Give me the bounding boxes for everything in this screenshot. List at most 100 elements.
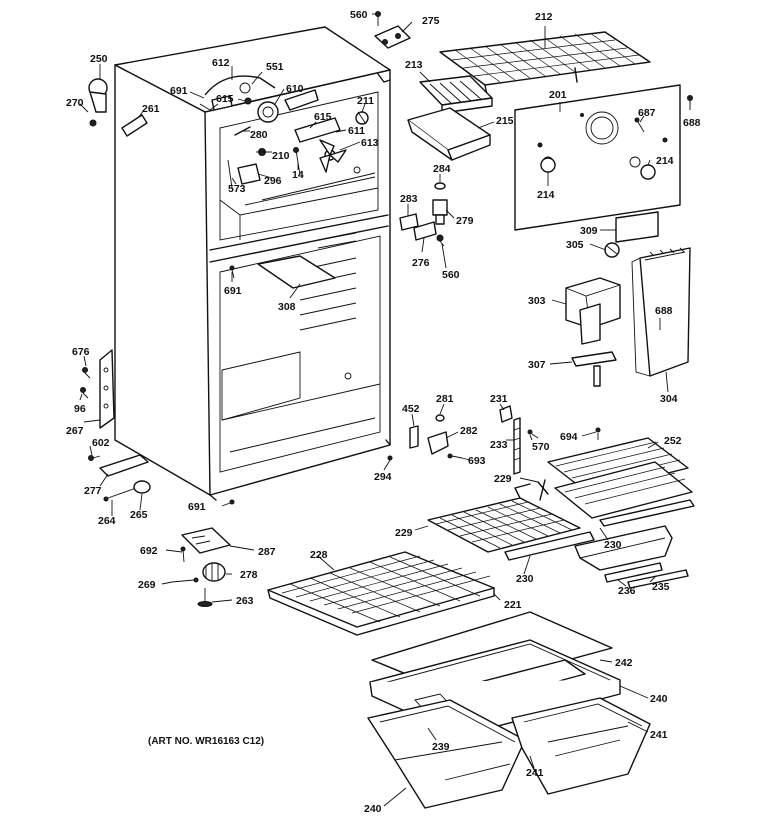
callout-label: 560 [350,9,368,21]
callout-label: 294 [374,471,392,483]
callout-label: 303 [528,295,546,307]
callout-label: 228 [310,549,328,561]
crisper-assembly [367,611,651,809]
callout-label: 676 [72,346,90,358]
callout-label: 309 [580,225,598,237]
callout-label: 611 [348,125,365,137]
callout-label: 452 [402,403,420,415]
air-duct-688-304 [631,247,691,377]
callout-label: 96 [74,403,86,415]
callout-label: 610 [286,83,304,95]
callout-label: 694 [560,431,578,443]
wire-shelf-228 [267,551,495,636]
callout-label: 235 [652,581,670,593]
callout-label: 693 [468,455,486,467]
callout-label: 691 [188,501,206,513]
rails-230-236-235 [504,525,689,589]
callout-label: 265 [130,509,148,521]
callout-label: 241 [526,767,544,779]
callout-label: 278 [240,569,258,581]
callout-label: 211 [357,95,374,107]
callout-label: 688 [683,117,701,129]
callout-leader-lines [79,13,691,807]
fresh-food-pan-308 [257,255,336,289]
callout-label: 283 [400,193,418,205]
callout-label: 287 [258,546,276,558]
freezer-components [88,11,411,189]
callout-label: 267 [66,425,84,437]
callout-label: 304 [660,393,678,405]
callout-label: 252 [664,435,682,447]
label-309-and-part-305 [604,211,659,258]
callout-label: 230 [516,573,534,585]
callout-label: 613 [361,137,379,149]
callout-label: 275 [422,15,440,27]
shelves-252 [547,437,695,527]
damper-housing-303 [565,277,621,345]
part-307 [571,351,617,387]
callout-label: 215 [496,115,514,127]
callout-label: 242 [615,657,633,669]
callout-label: 687 [638,107,656,119]
callout-label: 261 [142,103,160,115]
callout-label: 692 [140,545,158,557]
lower-mechanism-parts [171,527,231,607]
callout-label: 250 [90,53,108,65]
callout-label: 229 [494,473,512,485]
callout-label: 236 [618,585,636,597]
callout-label: 230 [604,539,622,551]
callout-label: 270 [66,97,84,109]
callout-label: 214 [537,189,555,201]
callout-label: 264 [98,515,116,527]
callout-label: 282 [460,425,478,437]
callout-label: 212 [535,11,553,23]
wire-shelves-229 [427,479,581,553]
callout-label: 280 [250,129,268,141]
callout-label: 612 [212,57,230,69]
callout-label: 241 [650,729,668,741]
callout-label: 691 [224,285,242,297]
callout-label: 573 [228,183,246,195]
cabinet-body [114,26,391,501]
art-number-note: (ART NO. WR16163 C12) [148,736,264,747]
callout-label: 210 [272,150,290,162]
freezer-wire-shelf-212 [439,31,651,96]
shelf-support-hardware [409,405,601,475]
callout-label: 615 [314,111,332,123]
callout-label: 233 [490,439,508,451]
callout-label: 214 [656,155,674,167]
callout-label: 305 [566,239,584,251]
callout-label: 240 [650,693,668,705]
callout-label: 615 [216,93,234,105]
ice-bin-215 [407,107,491,161]
hinge-parts-283-276 [399,213,445,247]
callout-label: 14 [292,169,304,181]
callout-label: 269 [138,579,156,591]
callout-label: 570 [532,441,550,453]
callout-label: 276 [412,257,430,269]
callout-label: 229 [395,527,413,539]
callout-label: 279 [456,215,474,227]
callout-label: 296 [264,175,282,187]
callout-label: 213 [405,59,423,71]
callout-labels: 560 275 212 250 612 551 691 615 610 270 … [66,9,701,815]
callout-label: 284 [433,163,451,175]
callout-label: 263 [236,595,254,607]
ice-tray-213 [419,75,493,114]
callout-label: 691 [170,85,188,97]
callout-label: 281 [436,393,454,405]
callout-label: 551 [266,61,284,73]
callout-label: 277 [84,485,102,497]
callout-label: 239 [432,741,450,753]
left-side-hardware [80,265,393,505]
callout-label: 602 [92,437,110,449]
callout-label: 688 [655,305,673,317]
callout-label: 231 [490,393,508,405]
callout-label: 307 [528,359,546,371]
callout-label: 560 [442,269,460,281]
callout-label: 221 [504,599,522,611]
callout-label: 240 [364,803,382,815]
callout-label: 201 [549,89,567,101]
damper-parts-284-279 [432,182,448,225]
